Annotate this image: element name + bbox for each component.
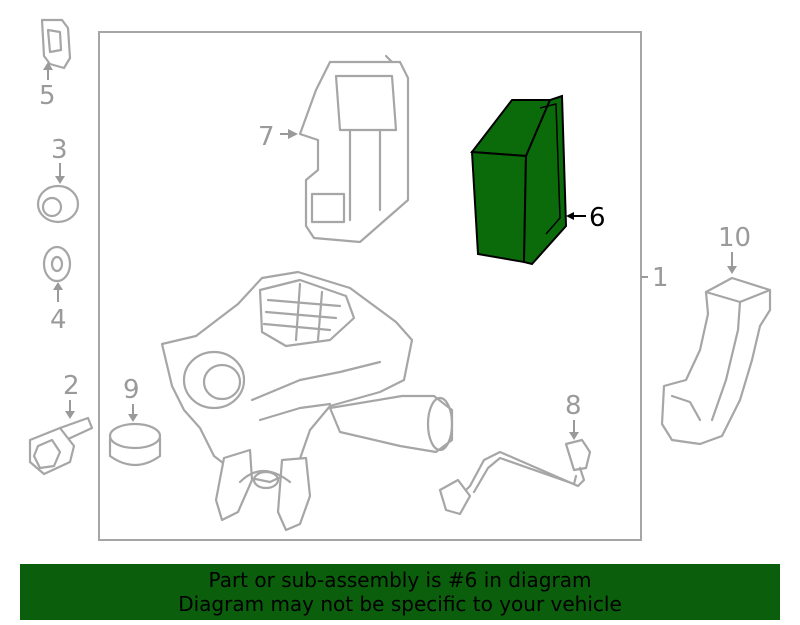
part-2-bolt[interactable] xyxy=(28,416,94,476)
part-9-seal[interactable] xyxy=(108,422,162,467)
part-5-clip[interactable] xyxy=(40,18,72,70)
callout-10[interactable]: 10 xyxy=(718,223,751,253)
part-8-sensor[interactable] xyxy=(438,438,592,516)
callout-1[interactable]: 1 xyxy=(652,263,669,293)
callout-5[interactable]: 5 xyxy=(39,81,56,111)
callout-9[interactable]: 9 xyxy=(123,375,140,405)
parts-diagram: 1 5 3 4 2 9 7 xyxy=(28,18,772,541)
banner-line-2: Diagram may not be specific to your vehi… xyxy=(178,592,622,616)
callout-2[interactable]: 2 xyxy=(63,371,80,401)
air-cleaner-housing[interactable] xyxy=(160,270,454,532)
callout-4[interactable]: 4 xyxy=(50,305,67,335)
part-3-grommet[interactable] xyxy=(36,184,80,224)
banner-line-1: Part or sub-assembly is #6 in diagram xyxy=(208,568,592,592)
callout-8[interactable]: 8 xyxy=(565,391,582,421)
callout-6[interactable]: 6 xyxy=(589,203,606,233)
part-4-washer[interactable] xyxy=(42,245,72,283)
info-banner: Part or sub-assembly is #6 in diagram Di… xyxy=(20,564,780,620)
callout-7[interactable]: 7 xyxy=(258,122,275,152)
callout-3[interactable]: 3 xyxy=(51,135,68,165)
part-10-inlet-duct[interactable] xyxy=(660,276,772,446)
part-6-filter[interactable] xyxy=(470,94,568,266)
part-7-duct[interactable] xyxy=(298,54,410,244)
assembly-frame xyxy=(98,31,642,541)
